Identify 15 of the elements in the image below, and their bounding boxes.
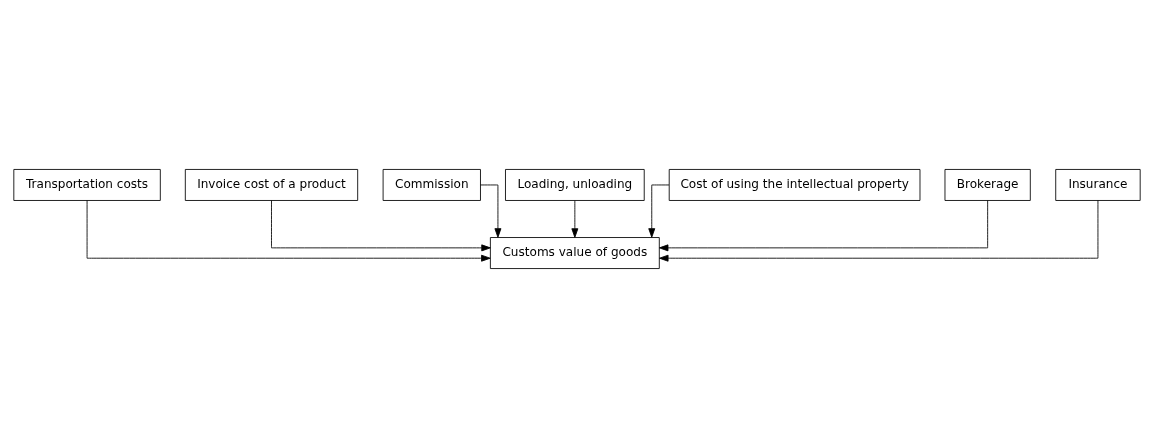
node-box: Transportation costs: [13, 169, 161, 201]
arrow: [271, 200, 491, 252]
arrow: [86, 200, 491, 262]
node-box: Brokerage: [944, 169, 1031, 201]
arrow: [659, 200, 1099, 262]
arrow: [571, 200, 579, 238]
node-box: Cost of using the intellectual property: [668, 169, 921, 201]
node-box: Insurance: [1055, 169, 1141, 201]
node-box: Customs value of goods: [489, 237, 660, 269]
arrow: [648, 184, 670, 238]
node-box: Loading, unloading: [505, 169, 645, 201]
arrow: [480, 184, 502, 238]
arrow: [658, 200, 989, 252]
node-box: Commission: [382, 169, 481, 201]
node-box: Invoice cost of a product: [184, 169, 359, 201]
